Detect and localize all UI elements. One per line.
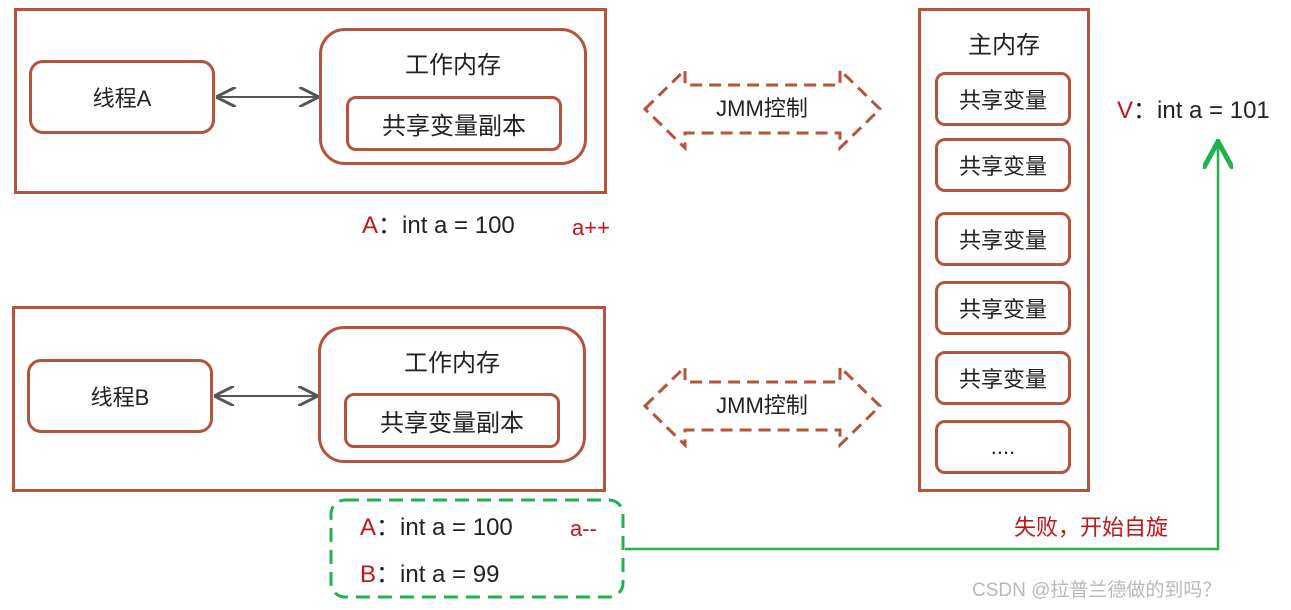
thread-b-shared-copy-label: 共享变量副本 xyxy=(380,410,524,437)
main-memory-frame: 主内存 xyxy=(918,8,1090,492)
main-memory-title: 主内存 xyxy=(968,32,1040,59)
cas-expected-text: ：int a = 100 xyxy=(376,514,513,541)
jmm-double-arrow-top xyxy=(642,66,883,152)
thread-a-work-memory-title: 工作内存 xyxy=(405,52,501,79)
thread-b-box: 线程B xyxy=(27,359,213,433)
shared-variable-label: 共享变量 xyxy=(958,88,1047,113)
thread-a-value-text: ：int a = 100 xyxy=(378,212,515,239)
cas-line-expected: A：int a = 100 xyxy=(360,513,513,543)
shared-variable-more: .... xyxy=(935,420,1071,474)
shared-variable-label: 共享变量 xyxy=(958,228,1047,253)
decrement-op: a-- xyxy=(570,516,597,541)
main-memory-value: V：int a = 101 xyxy=(1117,96,1270,126)
shared-variable-label: 共享变量 xyxy=(958,154,1047,179)
thread-b-frame xyxy=(12,306,606,492)
cas-new-prefix: B xyxy=(360,561,377,588)
thread-a-shared-copy: 共享变量副本 xyxy=(346,96,562,151)
thread-a-frame xyxy=(14,8,607,194)
shared-variable-label: 共享变量 xyxy=(958,367,1047,392)
main-memory-value-text: ：int a = 101 xyxy=(1133,97,1270,124)
thread-b-work-memory-title: 工作内存 xyxy=(404,350,500,377)
increment-op: a++ xyxy=(572,215,610,240)
shared-variable-2: 共享变量 xyxy=(935,138,1071,192)
thread-a-work-memory: 工作内存 xyxy=(319,28,587,165)
thread-a-shared-copy-label: 共享变量副本 xyxy=(382,113,526,140)
thread-a-label: 线程A xyxy=(92,86,152,111)
thread-b-work-memory: 工作内存 xyxy=(318,326,586,463)
cas-new-text: ：int a = 99 xyxy=(376,561,500,588)
cas-expected-prefix: A xyxy=(360,514,377,541)
shared-variable-1: 共享变量 xyxy=(935,72,1071,126)
thread-a-value: A：int a = 100 xyxy=(362,211,515,241)
jmm-double-arrow-bottom xyxy=(642,363,883,449)
thread-b-shared-copy: 共享变量副本 xyxy=(344,393,560,448)
cas-dashed-box xyxy=(329,498,625,599)
thread-a-box: 线程A xyxy=(29,60,215,134)
shared-variable-3: 共享变量 xyxy=(935,212,1071,266)
cas-fail-arrow xyxy=(625,144,1218,551)
thread-a-value-prefix: A xyxy=(362,212,379,239)
cas-line-new: B：int a = 99 xyxy=(360,560,499,590)
cas-fail-label: 失败，开始自旋 xyxy=(1014,515,1169,540)
watermark: CSDN @拉普兰德做的到吗？ xyxy=(972,580,1222,601)
shared-variable-5: 共享变量 xyxy=(935,351,1071,405)
shared-variable-ellipsis: .... xyxy=(990,434,1016,459)
main-memory-value-prefix: V xyxy=(1117,97,1134,124)
jmm-label-top: JMM控制 xyxy=(716,96,808,121)
shared-variable-label: 共享变量 xyxy=(958,297,1047,322)
shared-variable-4: 共享变量 xyxy=(935,281,1071,335)
jmm-label-bottom: JMM控制 xyxy=(716,393,808,418)
thread-b-label: 线程B xyxy=(90,385,150,410)
